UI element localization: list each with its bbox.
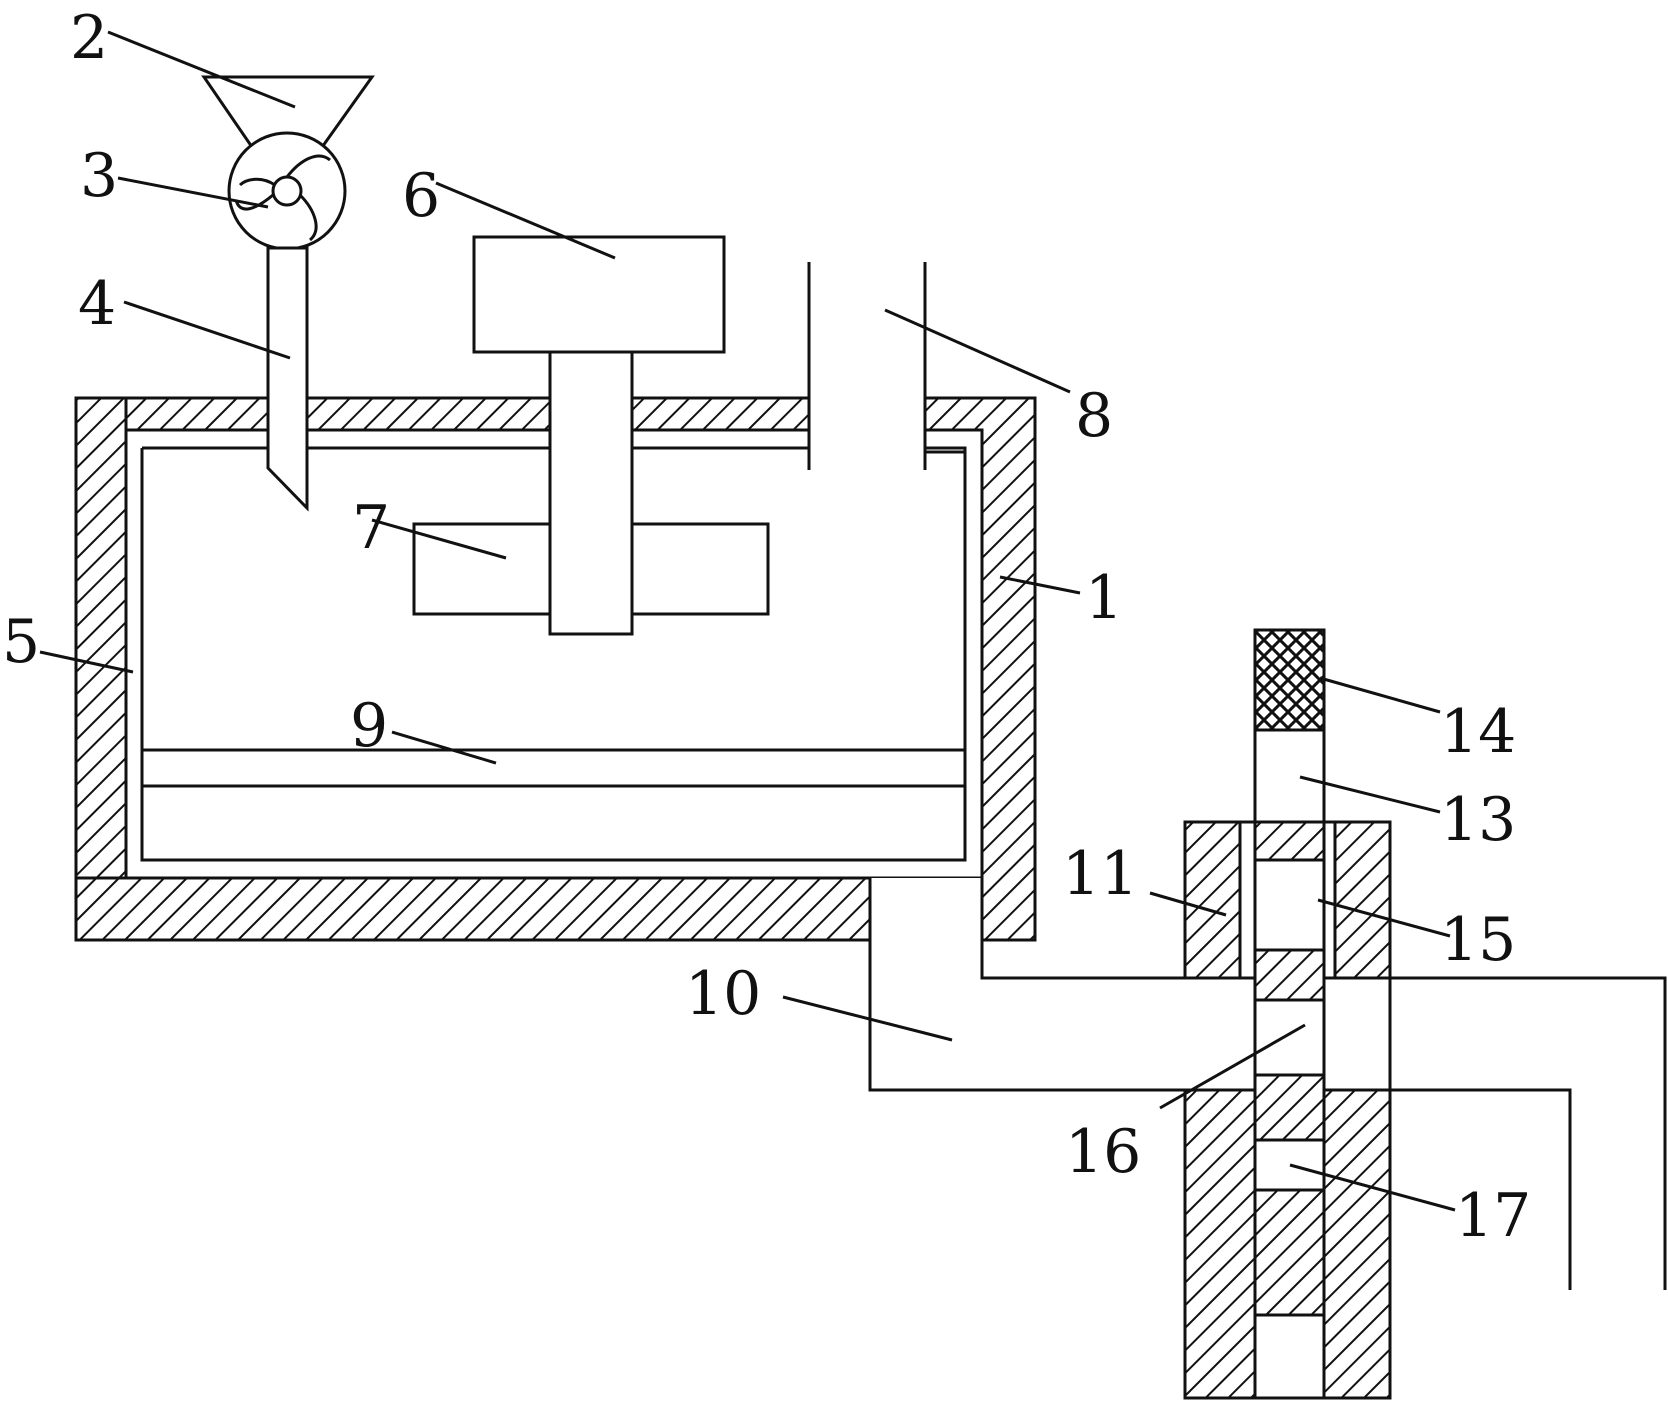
label-11: 11 [1062, 839, 1138, 909]
motor [472, 235, 726, 636]
label-7: 7 [352, 493, 390, 563]
stirring-blade [412, 522, 770, 616]
feed-pipe [266, 246, 309, 512]
label-10: 10 [685, 959, 761, 1029]
label-3: 3 [80, 141, 118, 211]
outlet-pipe [807, 262, 965, 470]
label-5: 5 [2, 607, 40, 677]
spool [1253, 728, 1392, 1400]
label-8: 8 [1075, 381, 1113, 451]
label-13: 13 [1440, 785, 1516, 855]
label-6: 6 [402, 161, 440, 231]
label-2: 2 [70, 3, 108, 73]
knob [1253, 628, 1326, 732]
label-16: 16 [1065, 1117, 1141, 1187]
label-9: 9 [350, 691, 388, 761]
label-14: 14 [1440, 697, 1516, 767]
outlet-frame [1390, 976, 1667, 1290]
feed-wheel [227, 131, 347, 251]
inner-liner [126, 428, 967, 862]
label-15: 15 [1440, 905, 1516, 975]
discharge-channel [868, 878, 1255, 1092]
leader-lines [39, 30, 1456, 1212]
label-17: 17 [1455, 1181, 1531, 1251]
label-1: 1 [1085, 563, 1123, 633]
label-4: 4 [78, 269, 116, 339]
filter-plate [142, 748, 965, 788]
